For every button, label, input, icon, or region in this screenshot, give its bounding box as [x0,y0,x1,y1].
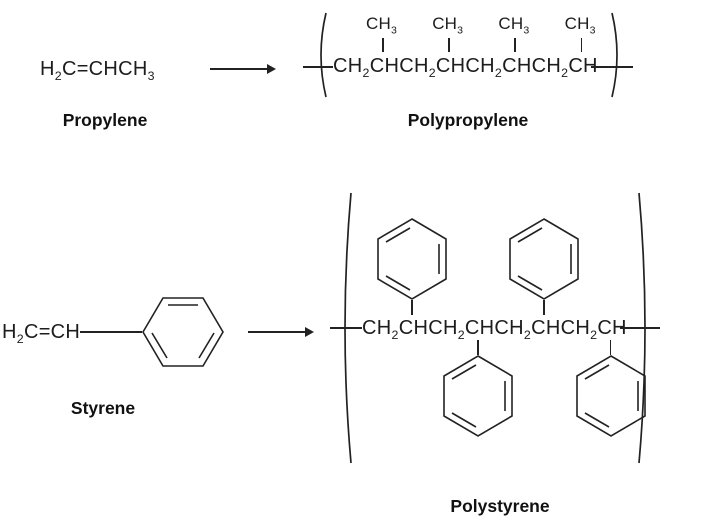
bond-line [80,331,142,333]
backbone-text: CH2CH [333,55,400,80]
bond-line [620,327,660,329]
propylene-formula: H2C=CHCH3 [40,58,155,83]
repeat-unit: CH3 CH2CH [531,14,598,86]
bracket-left [344,192,352,464]
bond-line [303,66,333,68]
polypropylene-structure: CH3 CH2CH CH3 CH2CH CH3 CH2CH CH3 CH2CH [303,8,633,102]
reaction-arrow [210,64,276,73]
bond-line [477,340,479,355]
backbone-text: CH2CH [428,317,495,342]
styrene-formula: H2C=CH [2,321,81,346]
polystyrene-label: Polystyrene [450,496,550,516]
polypropylene-label: Polypropylene [407,110,529,130]
backbone-text: CH2CH [560,317,627,342]
bond-line [580,38,583,52]
bracket-right [638,192,646,464]
repeat-unit: CH2CH [428,315,514,437]
polymer-backbone: CH3 CH2CH CH3 CH2CH CH3 CH2CH CH3 CH2CH [333,14,598,86]
backbone-text: CH2CH [494,317,561,342]
benzene-ring [377,218,447,300]
methyl-substituent: CH3 [366,14,398,37]
repeat-unit: CH2CH [560,315,646,437]
benzene-ring [509,218,580,300]
bond-line [543,300,545,315]
methyl-substituent: CH3 [498,14,530,37]
repeat-unit: CH3 CH2CH [465,14,532,86]
bond-line [330,327,362,329]
backbone-text: CH2CH [399,55,466,80]
methyl-substituent: CH3 [432,14,464,37]
backbone-text: CH2CH [531,55,598,80]
repeat-unit: CH2CH [362,218,447,348]
bond-line [382,38,384,52]
methyl-substituent: CH3 [564,14,596,37]
benzene-ring [443,355,514,437]
polystyrene-structure: CH2CH CH2CH CH2CH CH2CH [330,186,660,470]
propylene-label: Propylene [62,110,148,130]
repeat-unit: CH3 CH2CH [399,14,466,86]
reaction-arrow [248,327,314,336]
bond-line [514,38,516,52]
bond-line [448,38,450,52]
bond-line [609,340,612,355]
polymer-backbone: CH2CH CH2CH CH2CH CH2CH [362,218,646,437]
repeat-unit: CH3 CH2CH [333,14,400,86]
styrene-label: Styrene [70,398,136,418]
backbone-text: CH2CH [362,317,429,342]
bond-line [411,300,413,315]
bracket-left [320,12,327,98]
bond-line [591,66,633,68]
benzene-ring [142,297,224,367]
backbone-text: CH2CH [465,55,532,80]
bracket-right [611,12,618,98]
repeat-unit: CH2CH [494,218,580,348]
